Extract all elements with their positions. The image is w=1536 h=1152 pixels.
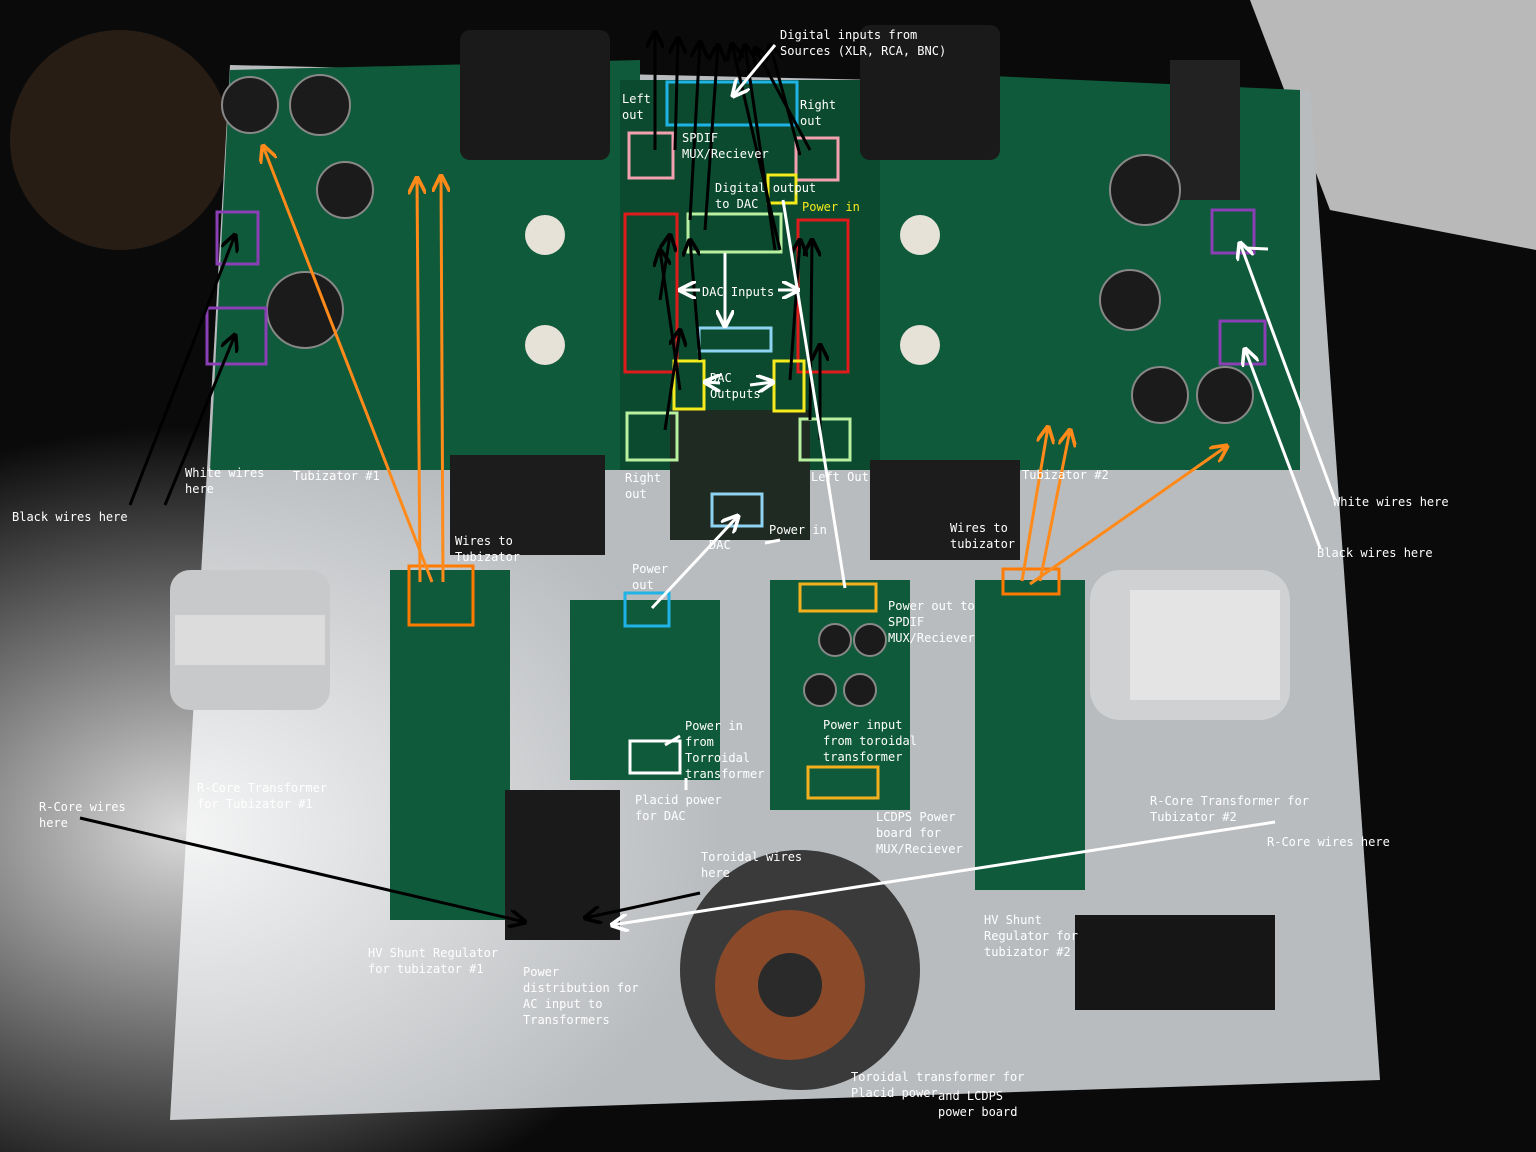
label-hv-shunt-2: HV Shunt Regulator for tubizator #2 bbox=[984, 913, 1078, 959]
label-black-wires-left: Black wires here bbox=[12, 510, 128, 524]
tubizator-1-board bbox=[210, 60, 640, 470]
lcdps-board bbox=[770, 580, 910, 810]
label-toroidal-wires: Toroidal wires here bbox=[701, 850, 803, 880]
label-dac-outputs: DAC Outputs bbox=[710, 371, 761, 401]
placid-power-in-box bbox=[628, 739, 682, 775]
label-rcore-transformer-1: R-Core Transformer for Tubizator #1 bbox=[197, 781, 328, 811]
tubizator1-white-box bbox=[215, 210, 260, 266]
label-right-out-top: Right out bbox=[800, 98, 837, 128]
label-wires-to-tubizator-left: Wires to Tubizator bbox=[455, 534, 521, 564]
label-power-out-spdif: Power out to SPDIF MUX/Reciever bbox=[888, 599, 975, 645]
toroidal-transformer bbox=[680, 850, 920, 1090]
label-tubizator-2: Tubizator #2 bbox=[1022, 468, 1109, 482]
tubizator1-wires-box bbox=[407, 564, 475, 627]
spdif-right-out-box bbox=[794, 136, 840, 182]
label-digital-inputs: Digital inputs from Sources (XLR, RCA, B… bbox=[780, 28, 947, 58]
label-power-in-top: Power in bbox=[802, 200, 860, 214]
dac-board bbox=[670, 410, 810, 540]
right-out-mid-box bbox=[625, 411, 679, 462]
rcore-transformer-2 bbox=[1090, 570, 1290, 720]
digital-output-box bbox=[686, 212, 783, 254]
label-power-distribution: Power distribution for AC input to Trans… bbox=[523, 965, 639, 1027]
label-tubizator-1: Tubizator #1 bbox=[293, 469, 380, 483]
label-dac-inputs: DAC Inputs bbox=[702, 285, 775, 299]
label-right-out-mid: Right out bbox=[625, 471, 662, 501]
spdif-left-out-box bbox=[627, 131, 675, 180]
label-rcore-transformer-2: R-Core Transformer for Tubizator #2 bbox=[1150, 794, 1309, 824]
label-power-input-toroidal: Power input from toroidal transformer bbox=[823, 718, 917, 764]
rcore-transformer-1 bbox=[170, 570, 330, 710]
placid-power-out-box bbox=[623, 591, 671, 628]
placid-board bbox=[570, 600, 720, 780]
label-rcore-wires-right: R-Core wires here bbox=[1267, 835, 1390, 849]
label-toroidal-transformer: Toroidal transformer for Placid power bbox=[851, 1070, 1025, 1100]
lcdps-power-in-box bbox=[806, 765, 880, 800]
power-distribution-block bbox=[505, 790, 620, 940]
label-digital-output: Digital output to DAC bbox=[715, 181, 817, 211]
hv-shunt-1-board bbox=[390, 570, 510, 920]
label-left-out-mid: Left Out bbox=[811, 470, 869, 484]
label-dac: DAC bbox=[709, 538, 731, 552]
label-and-lcdps: and LCDPS power board bbox=[938, 1089, 1018, 1119]
label-hv-shunt-1: HV Shunt Regulator for tubizator #1 bbox=[368, 946, 499, 976]
label-power-in-dac: Power in bbox=[769, 523, 827, 537]
tubizator2-white-box bbox=[1210, 208, 1256, 255]
label-lcdps-board: LCDPS Power board for MUX/Reciever bbox=[876, 810, 963, 856]
label-spdif-mux: SPDIF MUX/Reciever bbox=[682, 131, 769, 161]
label-power-out: Power out bbox=[632, 562, 669, 592]
label-black-wires-right: Black wires here bbox=[1317, 546, 1433, 560]
label-rcore-wires-left: R-Core wires here bbox=[39, 800, 126, 830]
label-white-wires-right: White wires here bbox=[1333, 495, 1449, 509]
hv-shunt-2-board bbox=[975, 580, 1085, 890]
label-wires-to-tubizator-right: Wires to tubizator bbox=[950, 521, 1016, 551]
label-placid-power: Placid power for DAC bbox=[635, 793, 722, 823]
left-channel-box bbox=[623, 212, 679, 374]
tubizator2-wires-box bbox=[1001, 567, 1061, 596]
lcdps-power-out-box bbox=[798, 582, 878, 613]
tubizator1-black-box bbox=[205, 306, 268, 366]
label-white-wires-left: White wires here bbox=[185, 466, 265, 496]
label-power-in-toroidal: Power in from Torroidal transformer bbox=[685, 719, 765, 781]
label-left-out-top: Left out bbox=[622, 92, 651, 122]
